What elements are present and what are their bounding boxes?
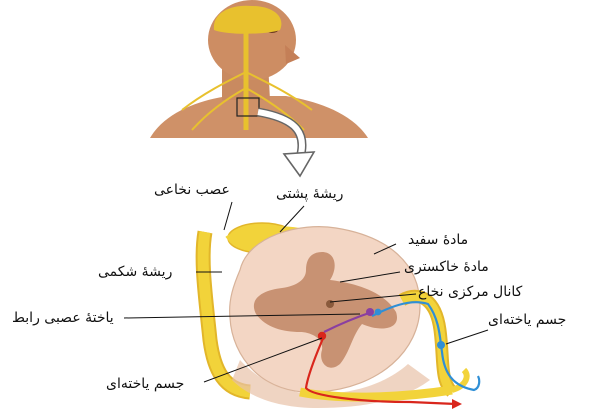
label-interneuron: یاختهٔ عصبی رابط xyxy=(12,310,114,326)
label-central-canal: کانال مرکزی نخاع xyxy=(418,284,522,300)
label-white-matter: مادهٔ سفید xyxy=(408,232,468,248)
label-gray-matter: مادهٔ خاکستری xyxy=(404,259,489,275)
label-spinal-nerve: عصب نخاعی xyxy=(154,182,230,198)
label-cell-body-bottom: جسم یاخته‌ای xyxy=(106,376,184,392)
label-cell-body-right: جسم یاخته‌ای xyxy=(488,312,566,328)
human-bust-illustration xyxy=(150,0,368,138)
label-dorsal-root: ریشهٔ پشتی xyxy=(276,186,343,202)
label-ventral-root: ریشهٔ شکمی xyxy=(98,264,172,280)
